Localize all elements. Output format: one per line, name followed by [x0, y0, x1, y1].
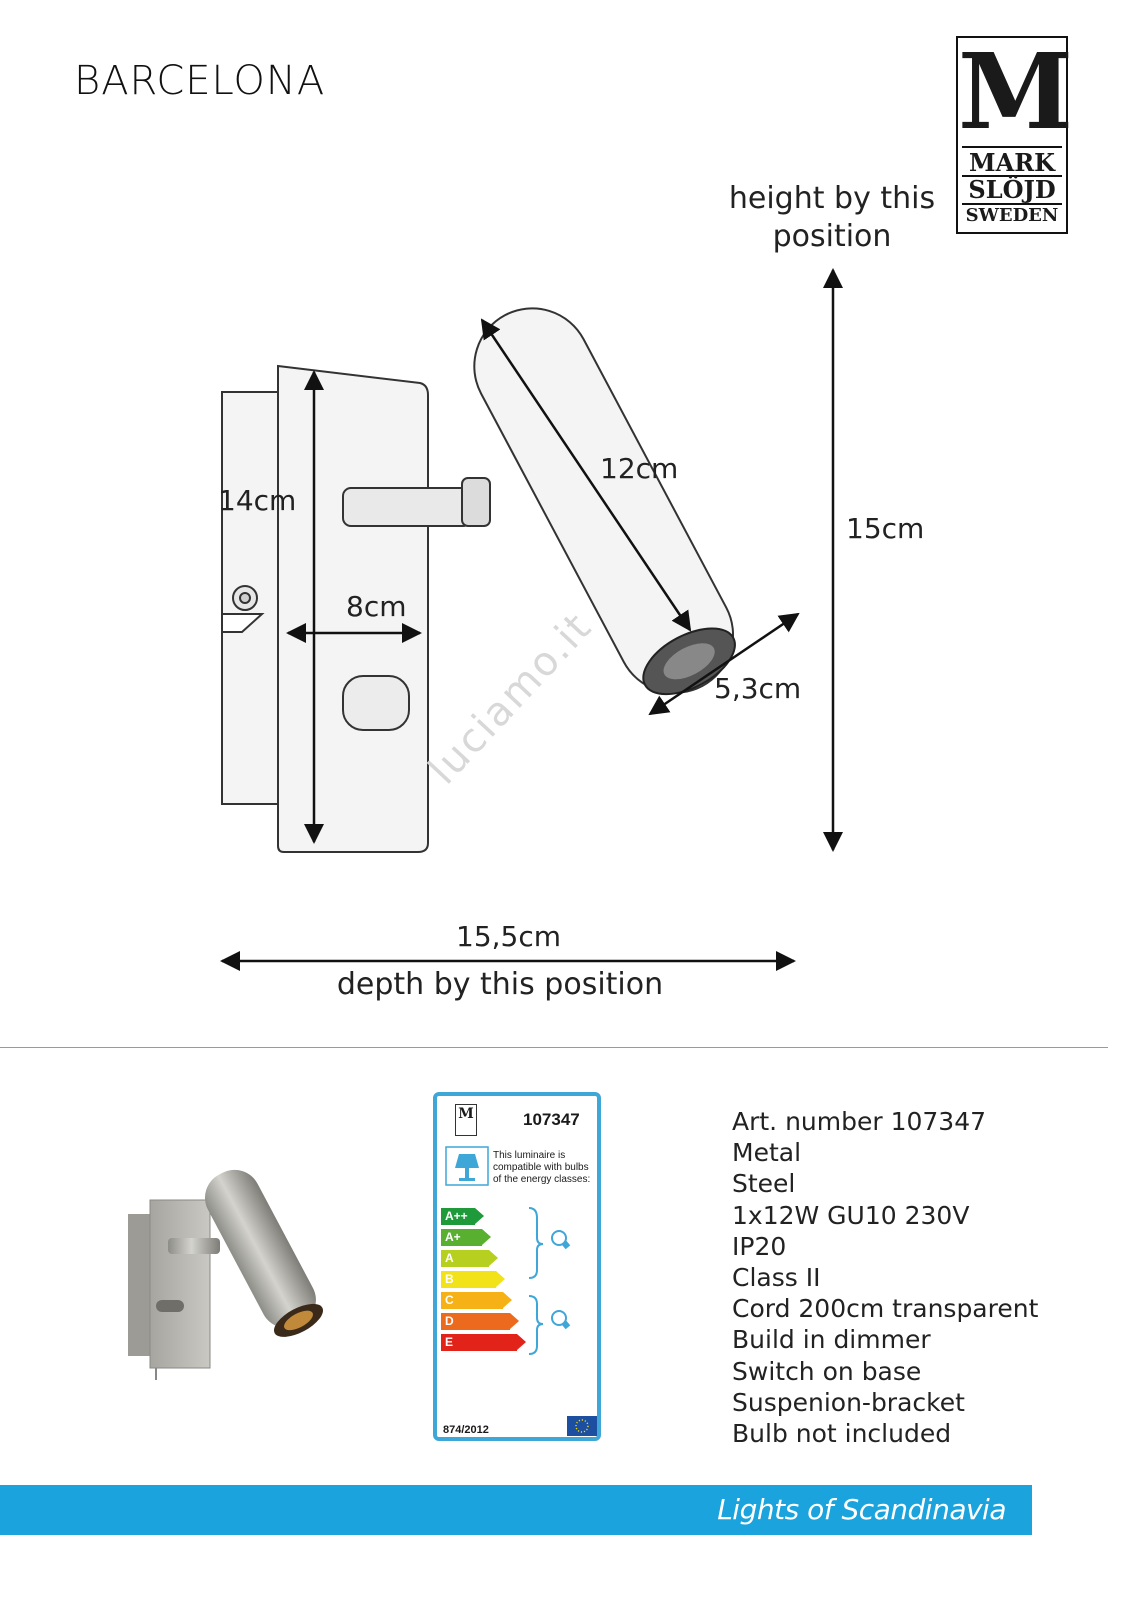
- lamp-icon: [445, 1146, 489, 1186]
- shade-length-arrow: [480, 318, 692, 632]
- brand-logo-line1: MARK: [962, 146, 1062, 175]
- energy-label-article: 107347: [523, 1110, 580, 1129]
- energy-class-bar: B: [441, 1271, 505, 1288]
- depth-note: depth by this position: [336, 967, 664, 1002]
- spec-item: Metal: [732, 1138, 802, 1168]
- plate-height-label: 14cm: [218, 484, 297, 517]
- shade-diameter-arrow: [648, 612, 800, 716]
- energy-label-compat: This luminaire is compatible with bulbs …: [493, 1150, 591, 1185]
- eu-flag-icon: [567, 1416, 597, 1436]
- spec-item: Steel: [732, 1169, 796, 1199]
- energy-label-logo: M: [455, 1104, 477, 1136]
- shade-length-label: 12cm: [600, 452, 679, 485]
- brand-logo-line3: SWEDEN: [962, 203, 1062, 227]
- energy-class-bar: A+: [441, 1229, 491, 1246]
- spec-item: IP20: [732, 1231, 787, 1261]
- spec-item: 1x12W GU10 230V: [732, 1200, 970, 1230]
- brand-logo-line2: SLÖJD: [962, 175, 1062, 203]
- bulb-icons: [528, 1207, 571, 1355]
- spec-item: Cord 200cm transparent: [732, 1294, 1039, 1324]
- section-divider: [0, 1047, 1108, 1048]
- shade-diameter-label: 5,3cm: [714, 672, 802, 705]
- product-title: BARCELONA: [74, 58, 326, 104]
- energy-class-bar: A++: [441, 1208, 484, 1225]
- product-photo: [128, 1169, 323, 1380]
- plate-depth-label: 8cm: [346, 590, 407, 623]
- energy-label-regulation: 874/2012: [443, 1424, 489, 1436]
- spec-item: Suspenion-bracket: [732, 1387, 965, 1417]
- spec-item: Build in dimmer: [732, 1325, 931, 1355]
- energy-label: M 107347 This luminaire is compatible wi…: [433, 1092, 601, 1441]
- brand-logo-letter: M: [958, 30, 1074, 153]
- arm-drawing: [342, 477, 491, 527]
- energy-class-bar: E: [441, 1334, 526, 1351]
- footer-bar: Lights of Scandinavia: [0, 1485, 1032, 1535]
- spec-item: Switch on base: [732, 1356, 922, 1386]
- spec-item: Bulb not included: [732, 1419, 952, 1449]
- spec-item: Class II: [732, 1263, 821, 1293]
- brand-logo: M MARK SLÖJD SWEDEN: [956, 30, 1074, 234]
- energy-class-bar: C: [441, 1292, 512, 1309]
- technical-drawing: [220, 268, 843, 971]
- spec-item: Art. number 107347: [732, 1107, 987, 1136]
- height-note: height by this position: [728, 181, 936, 254]
- energy-class-bar: A: [441, 1250, 498, 1267]
- energy-class-bar: D: [441, 1313, 519, 1330]
- total-height-label: 15cm: [846, 512, 925, 545]
- total-depth-label: 15,5cm: [456, 920, 562, 953]
- footer-tagline: Lights of Scandinavia: [717, 1493, 1006, 1526]
- spec-list: Art. number 107347 Metal Steel 1x12W GU1…: [732, 1106, 1038, 1449]
